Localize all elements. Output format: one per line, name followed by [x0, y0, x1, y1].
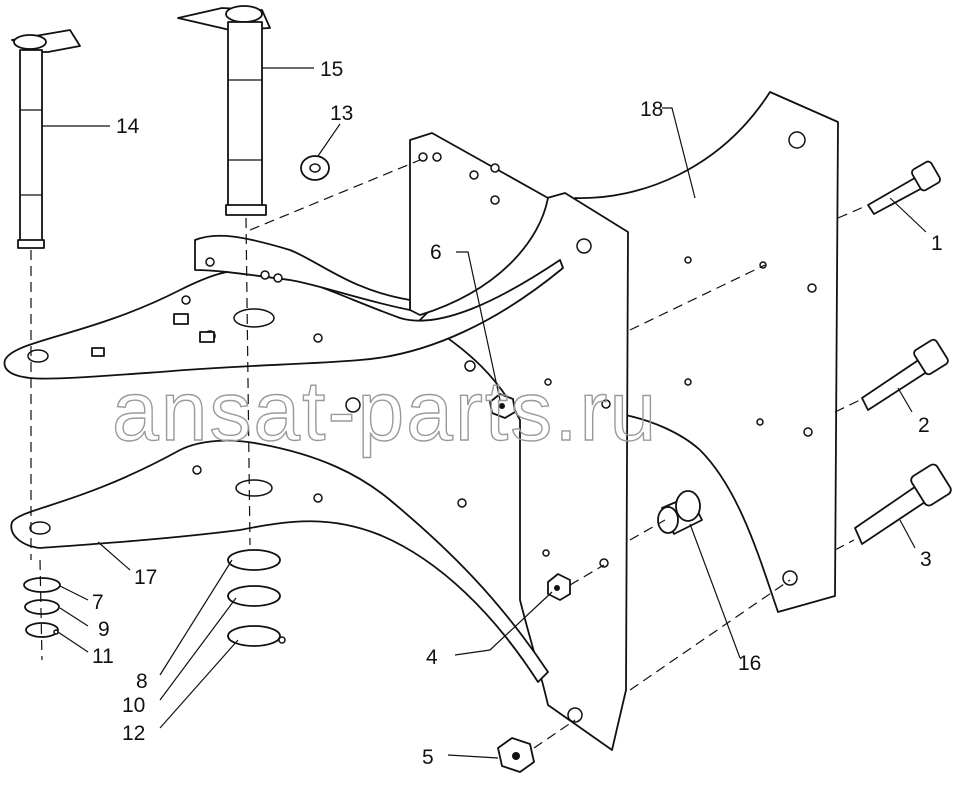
part-15-pin [177, 5, 271, 216]
callouts: 1 2 3 4 5 6 7 8 9 10 11 12 13 14 15 16 1… [92, 58, 943, 769]
assembly-axes [30, 159, 867, 749]
part-6-nut [489, 393, 516, 419]
callout-7: 7 [92, 591, 104, 614]
callout-8: 8 [136, 670, 148, 693]
part-14-pin [11, 29, 81, 249]
rings-right [227, 549, 286, 647]
part-3-bolt [854, 463, 952, 545]
callout-9: 9 [98, 618, 110, 641]
callout-6: 6 [430, 241, 442, 264]
callout-18: 18 [640, 98, 663, 121]
callout-10: 10 [122, 694, 145, 717]
upper-arm [3, 234, 564, 380]
part-1-bolt [867, 160, 941, 215]
callout-14: 14 [116, 115, 140, 138]
callout-16: 16 [738, 652, 761, 675]
callout-17: 17 [134, 566, 157, 589]
callout-2: 2 [918, 414, 930, 437]
part-17-lower-arm [10, 439, 549, 683]
part-13-washer [300, 155, 330, 181]
callout-5: 5 [422, 746, 434, 769]
leader-lines [42, 67, 927, 759]
part-2-bolt [861, 338, 949, 411]
callout-3: 3 [920, 548, 932, 571]
callout-13: 13 [330, 102, 353, 125]
callout-1: 1 [931, 232, 943, 255]
callout-11: 11 [92, 645, 114, 668]
callout-12: 12 [122, 722, 145, 745]
rings-left [23, 577, 61, 638]
callout-15: 15 [320, 58, 343, 81]
part-4-nut [547, 573, 571, 601]
front-vertical-plate [345, 132, 629, 751]
part-5-nut [497, 737, 535, 773]
part-18-rear-plate [574, 91, 839, 613]
callout-4: 4 [426, 646, 438, 669]
watermark: ansat-parts.ru [112, 364, 658, 458]
part-16-spacer [657, 490, 703, 535]
